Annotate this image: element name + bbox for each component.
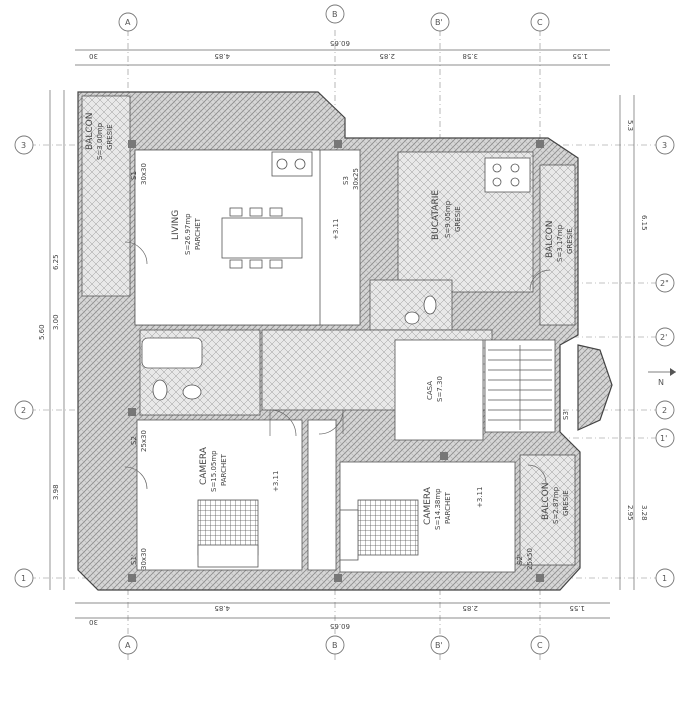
dim-top-6: 1.55 xyxy=(572,52,588,60)
axis-label-3-right: 3 xyxy=(662,141,667,150)
axis-bubbles xyxy=(14,4,675,655)
axis-label-2p-right: 2' xyxy=(660,333,667,342)
balcony-tl-floor: GRESIE xyxy=(106,124,114,150)
camera-left-label: CAMERA xyxy=(199,446,209,485)
dim-bottom-4: 2.85 xyxy=(462,604,478,612)
stair-flight xyxy=(488,345,552,430)
column-tag-3: S2 xyxy=(130,436,138,445)
camera-right-floor: PARCHET xyxy=(444,491,452,524)
balcony-top-left xyxy=(81,95,131,297)
column-tag-4: S1' xyxy=(130,554,138,565)
axis-label-a-top: A xyxy=(125,18,131,27)
stair-area: S=7.30 xyxy=(436,376,444,402)
camera-right-label: CAMERA xyxy=(423,486,433,525)
dim-top-2: 60.65 xyxy=(330,39,350,47)
axis-label-c-top: C xyxy=(537,18,543,27)
axis-label-2dq-right: 2" xyxy=(660,279,669,288)
balcony-bottom-right xyxy=(519,454,576,566)
sofa xyxy=(271,151,313,177)
axis-label-1-left: 1 xyxy=(21,574,26,583)
balcony-tl-label: BALCON xyxy=(85,113,95,150)
dim-left-4: 3.00 xyxy=(52,314,60,330)
bathtub xyxy=(141,337,203,369)
dim-top-4: 3.58 xyxy=(462,52,478,60)
axis-label-1-right: 1 xyxy=(662,574,667,583)
living-label: LIVING xyxy=(171,210,181,240)
dim-right-3: 3.28 xyxy=(640,505,648,521)
column-size-4: 30x30 xyxy=(140,548,148,570)
axis-label-b2-bottom: B' xyxy=(435,641,443,650)
dim-right-4: 6.15 xyxy=(640,215,648,231)
axis-label-b-bottom: B xyxy=(332,641,338,650)
dining-table xyxy=(221,207,303,269)
axis-label-1p-right: 1' xyxy=(660,434,667,443)
column-size-5: 25x50 xyxy=(526,548,534,570)
casa-scarii-room xyxy=(394,339,484,441)
dim-bottom-1: 30 xyxy=(89,618,98,626)
dim-bottom-3: 4.85 xyxy=(214,604,230,612)
north-label: N xyxy=(658,378,664,387)
doors xyxy=(124,241,551,490)
column-size-3: 25x30 xyxy=(140,430,148,452)
toilet-2 xyxy=(423,295,437,315)
balcony-r-floor: GRESIE xyxy=(566,228,574,254)
kitchen-label: BUCATARIE xyxy=(431,190,441,240)
column-tag-1: S1 xyxy=(130,171,138,180)
balcony-r-label: BALCON xyxy=(545,221,555,258)
stove xyxy=(484,157,531,193)
bed-right xyxy=(339,499,419,561)
column-size-1: 30x30 xyxy=(140,163,148,185)
balcony-r-area: S=3.17mp xyxy=(556,224,564,262)
axis-label-2-right: 2 xyxy=(662,406,667,415)
kitchen-floor: GRESIE xyxy=(454,206,462,232)
axis-label-b-top: B xyxy=(332,10,338,19)
level-mark-2: +3.11 xyxy=(272,471,280,492)
level-mark-1: +3.11 xyxy=(332,219,340,240)
columns xyxy=(128,140,544,582)
axis-label-a-bottom: A xyxy=(125,641,131,650)
level-mark-3: +3.11 xyxy=(476,487,484,508)
axis-label-2-left: 2 xyxy=(21,406,26,415)
column-tag-2: S3 xyxy=(342,176,350,185)
dim-top-5: 4.85 xyxy=(214,52,230,60)
living-floor: PARCHET xyxy=(194,217,202,250)
balcony-tl-area: S=3.00mp xyxy=(96,122,104,160)
bay-window xyxy=(577,344,613,431)
dim-left-2: 6.25 xyxy=(52,254,60,270)
toilet-1 xyxy=(152,379,168,401)
dim-bottom-5: 1.55 xyxy=(569,604,585,612)
axis-label-b2-top: B' xyxy=(435,18,443,27)
column-tag-6: S3' xyxy=(562,409,570,420)
north-arrow xyxy=(648,368,676,376)
dim-left-1: 5.60 xyxy=(38,324,46,340)
dim-right-2: 2.95 xyxy=(626,505,634,521)
sink-2 xyxy=(404,311,420,325)
camera-left-area: S=15.05mp xyxy=(210,450,218,492)
camera-left-floor: PARCHET xyxy=(220,453,228,486)
balcony-right xyxy=(539,164,576,326)
camera-right-area: S=14.38mp xyxy=(434,488,442,530)
balcony-br-area: S=2.87mp xyxy=(552,486,560,524)
balcony-br-floor: GRESIE xyxy=(562,490,570,516)
bed-left xyxy=(197,499,259,568)
column-tag-5: S2' xyxy=(516,554,524,565)
column-size-2: 30x25 xyxy=(352,168,360,190)
dim-bottom-2: 60.65 xyxy=(330,622,350,630)
kitchen-area: S=9.05mp xyxy=(444,200,452,238)
closet xyxy=(307,419,337,571)
dim-top-1: 30 xyxy=(89,52,98,60)
sink-1 xyxy=(182,384,202,400)
dim-left-3: 3.98 xyxy=(52,484,60,500)
stair-label: CASA xyxy=(426,381,434,400)
dimension-lines xyxy=(49,49,635,619)
dim-top-3: 2.85 xyxy=(379,52,395,60)
axis-label-c-bottom: C xyxy=(537,641,543,650)
dim-right-1: 5.3 xyxy=(626,120,634,131)
living-area: S=26.97mp xyxy=(184,213,192,255)
axis-label-3-left: 3 xyxy=(21,141,26,150)
balcony-br-label: BALCON xyxy=(541,483,551,520)
